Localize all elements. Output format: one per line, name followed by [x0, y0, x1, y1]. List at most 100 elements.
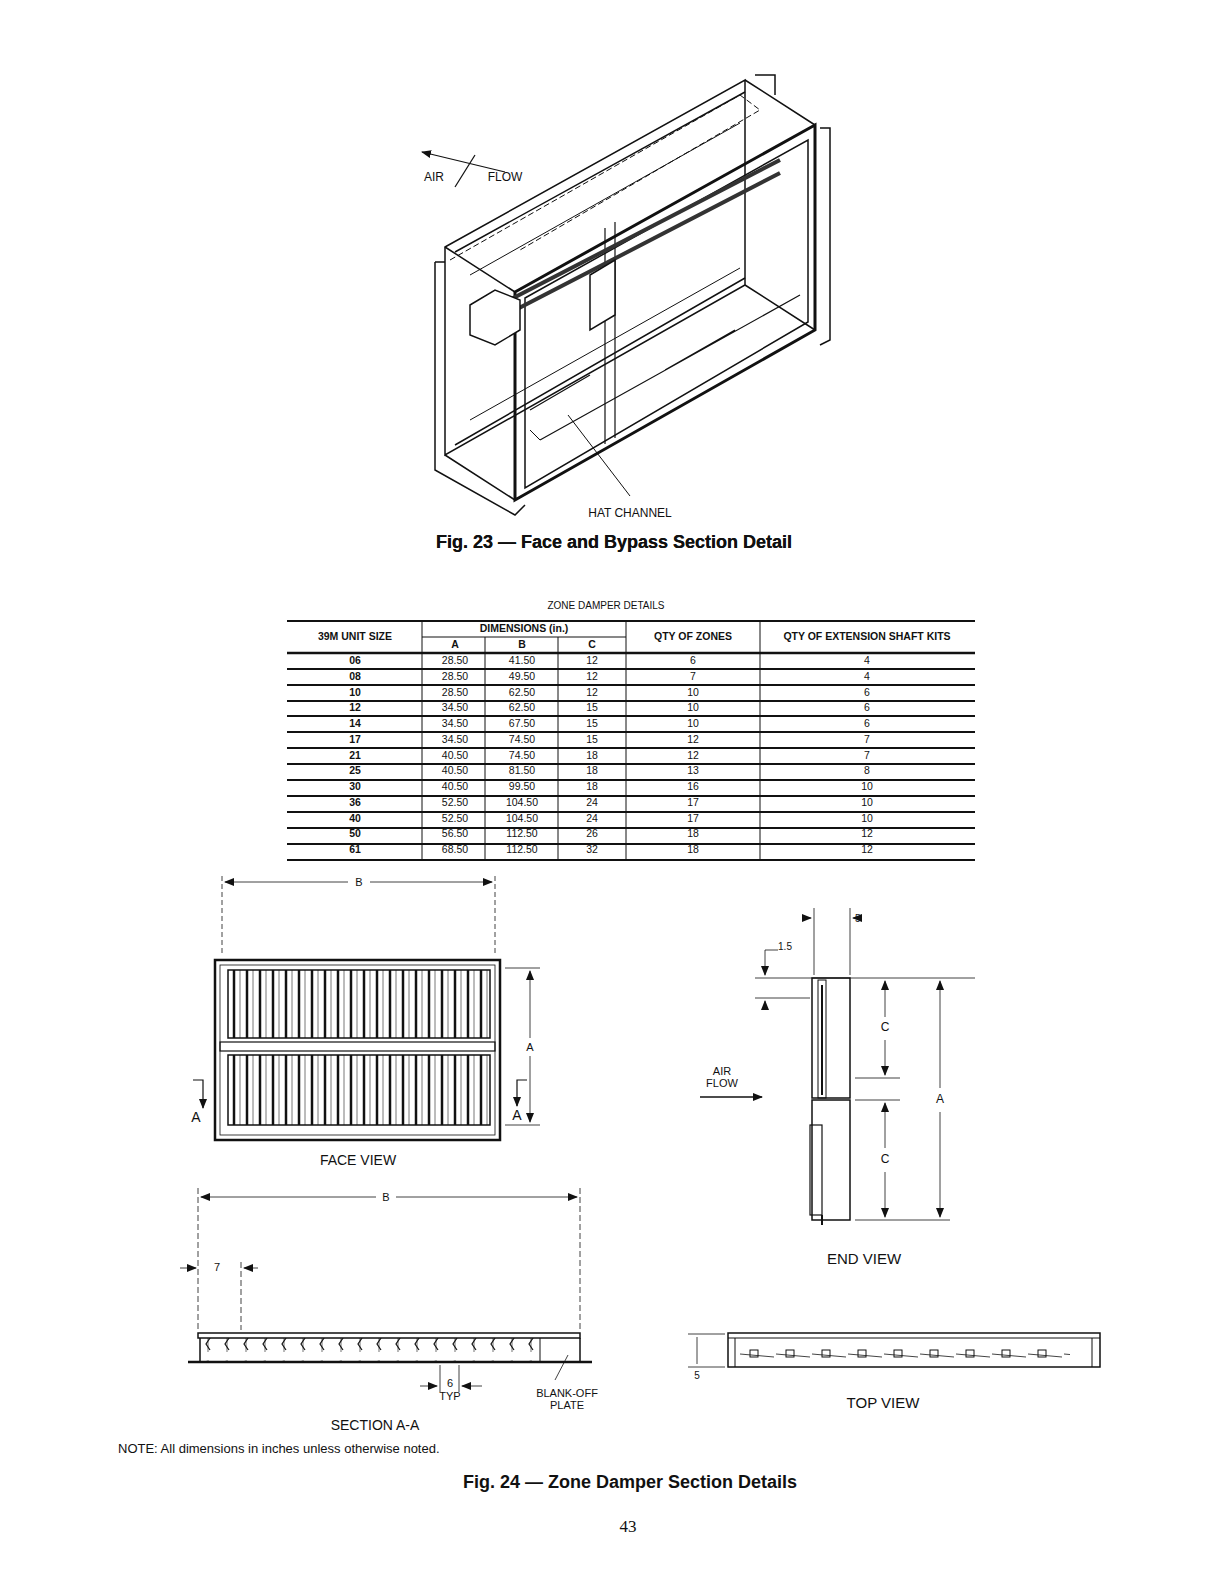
table-cell: 10 [861, 781, 873, 793]
table-cell: 15 [586, 734, 598, 746]
table-cell: 10 [861, 813, 873, 825]
table-cell: 4 [864, 655, 870, 667]
table-cell: 18 [586, 765, 598, 777]
table-cell: 12 [586, 687, 598, 699]
face-bypass-section-drawing [422, 75, 830, 515]
table-cell: 50 [349, 828, 361, 840]
table-cell: 30 [349, 781, 361, 793]
table-cell: 18 [586, 781, 598, 793]
table-cell: 32 [586, 844, 598, 856]
table-cell: 24 [586, 813, 598, 825]
dimension-label: A [526, 1041, 533, 1053]
figure-caption: Fig. 23 — Face and Bypass Section Detail [436, 533, 792, 553]
table-header: QTY OF ZONES [654, 631, 732, 643]
table-cell: 14 [349, 718, 361, 730]
table-cell: 7 [690, 671, 696, 683]
table-cell: 10 [687, 702, 699, 714]
table-cell: 6 [864, 718, 870, 730]
table-cell: 4 [864, 671, 870, 683]
end-view-drawing [700, 908, 975, 1225]
table-cell: 40.50 [442, 765, 468, 777]
dimension-label: B [355, 876, 362, 888]
table-cell: 112.50 [506, 828, 537, 840]
table-cell: 10 [349, 687, 361, 699]
top-view-drawing [688, 1333, 1100, 1367]
table-cell: 06 [349, 655, 361, 667]
table-grid [287, 621, 975, 860]
dimension-label: TYP [439, 1390, 460, 1402]
table-cell: 56.50 [442, 828, 468, 840]
dimension-label: 5 [855, 913, 861, 924]
page-number: 43 [620, 1518, 637, 1537]
table-cell: 08 [349, 671, 361, 683]
view-title: TOP VIEW [847, 1395, 920, 1412]
note-text: NOTE: All dimensions in inches unless ot… [118, 1442, 440, 1456]
table-cell: 17 [687, 813, 699, 825]
table-cell: 28.50 [442, 687, 468, 699]
table-cell: 7 [864, 750, 870, 762]
table-cell: 18 [687, 828, 699, 840]
table-cell: 74.50 [509, 750, 535, 762]
table-cell: 99.50 [509, 781, 535, 793]
table-title: ZONE DAMPER DETAILS [547, 600, 664, 611]
dimension-label: C [881, 1153, 890, 1166]
figure-caption: Fig. 24 — Zone Damper Section Details [463, 1473, 797, 1493]
table-cell: 36 [349, 797, 361, 809]
table-cell: 104.50 [506, 797, 538, 809]
table-cell: 52.50 [442, 813, 468, 825]
table-cell: 16 [687, 781, 699, 793]
dimension-label: B [382, 1191, 389, 1203]
table-cell: 52.50 [442, 797, 468, 809]
part-label: HAT CHANNEL [588, 507, 672, 520]
dimension-label: C [881, 1021, 890, 1034]
table-cell: 15 [586, 702, 598, 714]
table-cell: 41.50 [509, 655, 535, 667]
table-header: QTY OF EXTENSION SHAFT KITS [783, 631, 950, 643]
flow-label: FLOW [488, 171, 523, 184]
table-cell: 15 [586, 718, 598, 730]
dimension-label: A [936, 1093, 944, 1106]
section-marker: A [191, 1110, 200, 1125]
table-cell: 12 [687, 734, 699, 746]
table-cell: 10 [687, 718, 699, 730]
view-title: END VIEW [827, 1251, 901, 1268]
table-cell: 18 [586, 750, 598, 762]
dimension-label: 5 [694, 1370, 700, 1381]
table-header: 39M UNIT SIZE [318, 631, 392, 643]
table-cell: 21 [349, 750, 361, 762]
table-cell: 24 [586, 797, 598, 809]
table-cell: 34.50 [442, 734, 468, 746]
table-cell: 49.50 [509, 671, 535, 683]
dimension-label: 1.5 [778, 941, 792, 952]
table-header: A [451, 639, 459, 651]
dimension-label: 7 [214, 1261, 220, 1273]
table-cell: 8 [864, 765, 870, 777]
table-cell: 25 [349, 765, 361, 777]
table-cell: 34.50 [442, 718, 468, 730]
table-cell: 61 [349, 844, 361, 856]
table-cell: 12 [861, 844, 873, 856]
table-cell: 28.50 [442, 671, 468, 683]
table-cell: 17 [687, 797, 699, 809]
table-header: DIMENSIONS (in.) [480, 623, 569, 635]
flow-label: AIR FLOW [700, 1065, 744, 1089]
table-cell: 6 [690, 655, 696, 667]
table-cell: 10 [687, 687, 699, 699]
table-cell: 62.50 [509, 687, 535, 699]
table-cell: 12 [349, 702, 361, 714]
table-header: C [588, 639, 596, 651]
table-cell: 68.50 [442, 844, 468, 856]
table-cell: 40.50 [442, 750, 468, 762]
table-cell: 12 [687, 750, 699, 762]
flow-label: AIR [424, 171, 444, 184]
table-cell: 10 [861, 797, 873, 809]
table-cell: 40.50 [442, 781, 468, 793]
view-title: FACE VIEW [320, 1153, 396, 1168]
table-cell: 40 [349, 813, 361, 825]
table-cell: 28.50 [442, 655, 468, 667]
table-cell: 104.50 [506, 813, 538, 825]
table-cell: 12 [586, 655, 598, 667]
table-cell: 6 [864, 702, 870, 714]
table-cell: 6 [864, 687, 870, 699]
table-cell: 26 [586, 828, 598, 840]
